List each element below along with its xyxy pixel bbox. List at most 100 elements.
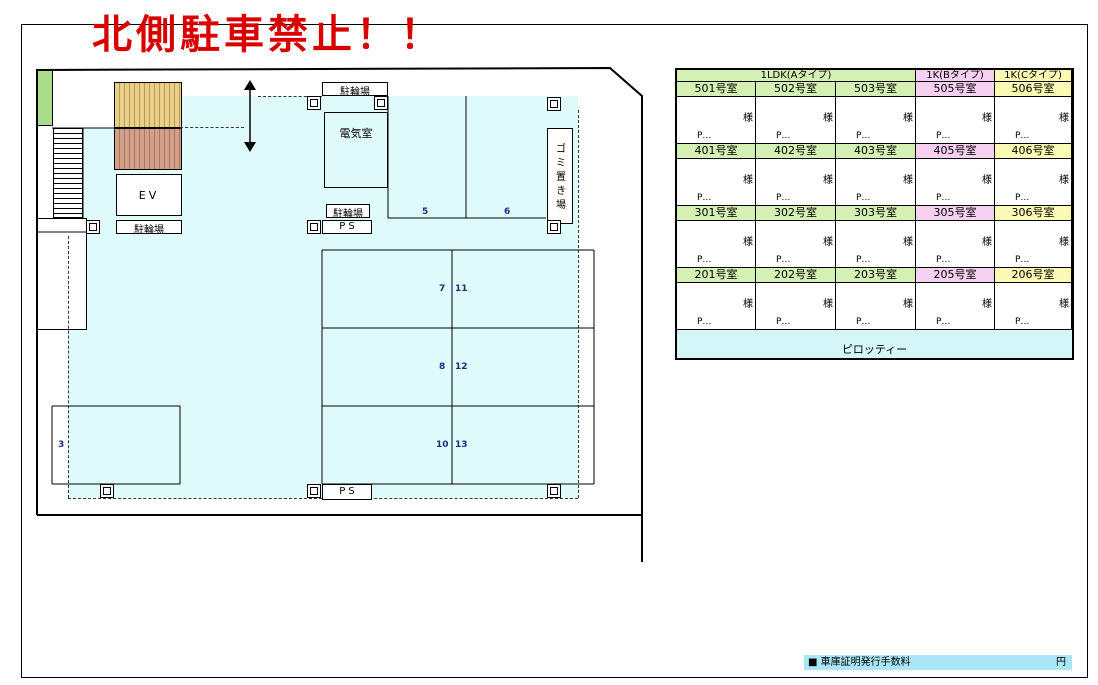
space-number: 12 [455,362,468,372]
parking-label: P… [856,317,871,327]
room-number: 301号室 [677,206,756,221]
space-number: 7 [439,284,446,294]
sama-label: 様 [903,237,913,248]
type-group-header: 1LDK(Aタイプ) [677,70,916,82]
column [307,484,321,498]
sama-label: 様 [903,175,913,186]
parking-label: P… [776,193,791,203]
parking-label: P… [936,131,951,141]
room-tenant-cell: 様 P… [836,97,916,144]
sama-label: 様 [823,299,833,310]
green-strip [37,70,53,126]
bicycle-parking-left: 駐輪場 [116,220,182,236]
room-number: 201号室 [677,268,756,283]
parking-label: P… [1015,131,1030,141]
electric-room: 電気室 [324,112,388,188]
room-number: 406号室 [995,144,1072,159]
room-tenant-cell: 様 P… [995,97,1072,144]
sama-label: 様 [982,113,992,124]
parking-label: P… [856,131,871,141]
parking-label: P… [697,255,712,265]
room-tenant-cell: 様 P… [836,159,916,206]
room-tenant-cell: 様 P… [836,283,916,330]
room-number: 302号室 [756,206,836,221]
sama-label: 様 [1059,299,1069,310]
garbage-area: ゴミ置き場 [547,128,573,224]
space-number: 13 [455,440,468,450]
room-number: 505号室 [916,82,995,97]
room-number: 403号室 [836,144,916,159]
fee-label: ■ 車庫証明発行手数料 [808,657,911,668]
parking-label: P… [936,193,951,203]
bicycle-parking-mid: 駐輪場 [326,204,370,220]
space-number: 6 [504,207,511,217]
fee-unit: 円 [1056,657,1066,668]
type-group-header: 1K(Bタイプ) [916,70,995,82]
parking-label: P… [776,131,791,141]
tile-area-yellow [114,82,182,128]
room-tenant-cell: 様 P… [916,159,995,206]
room-number: 402号室 [756,144,836,159]
room-number: 206号室 [995,268,1072,283]
room-number: 203号室 [836,268,916,283]
room-number: 305号室 [916,206,995,221]
room-tenant-cell: 様 P… [995,283,1072,330]
sama-label: 様 [743,237,753,248]
sama-label: 様 [743,299,753,310]
room-number: 506号室 [995,82,1072,97]
room-number: 306号室 [995,206,1072,221]
space-number: 10 [436,440,449,450]
room-tenant-cell: 様 P… [756,97,836,144]
corridor-line [180,127,244,128]
room-number: 501号室 [677,82,756,97]
column [100,484,114,498]
sama-label: 様 [823,237,833,248]
room-number: 502号室 [756,82,836,97]
room-number: 205号室 [916,268,995,283]
parking-label: P… [856,255,871,265]
space-number: 11 [455,284,468,294]
sama-label: 様 [982,299,992,310]
elevator: EV [116,174,182,216]
sama-label: 様 [982,175,992,186]
boundary-dash [578,110,579,498]
page-title: 北側駐車禁止！！ [92,11,444,58]
ps-upper: P S [322,220,372,234]
sama-label: 様 [1059,113,1069,124]
sama-label: 様 [743,113,753,124]
room-tenant-cell: 様 P… [836,221,916,268]
parking-label: P… [1015,317,1030,327]
room-number: 202号室 [756,268,836,283]
sama-label: 様 [743,175,753,186]
bicycle-parking-top: 駐輪場 [322,82,388,98]
parking-label: P… [856,193,871,203]
sama-label: 様 [903,113,913,124]
width-arrow-icon [244,80,256,152]
room-number: 401号室 [677,144,756,159]
parking-label: P… [776,317,791,327]
room-number: 405号室 [916,144,995,159]
column [307,96,321,110]
room-tenant-cell: 様 P… [756,283,836,330]
sama-label: 様 [823,113,833,124]
corridor-line [258,96,322,97]
column [86,220,100,234]
room-tenant-cell: 様 P… [677,221,756,268]
room-number: 303号室 [836,206,916,221]
page-frame [21,24,1088,678]
room-tenant-cell: 様 P… [916,97,995,144]
sama-label: 様 [903,299,913,310]
parking-label: P… [1015,255,1030,265]
building-outline [37,96,595,485]
column [374,96,388,110]
parking-label: P… [776,255,791,265]
